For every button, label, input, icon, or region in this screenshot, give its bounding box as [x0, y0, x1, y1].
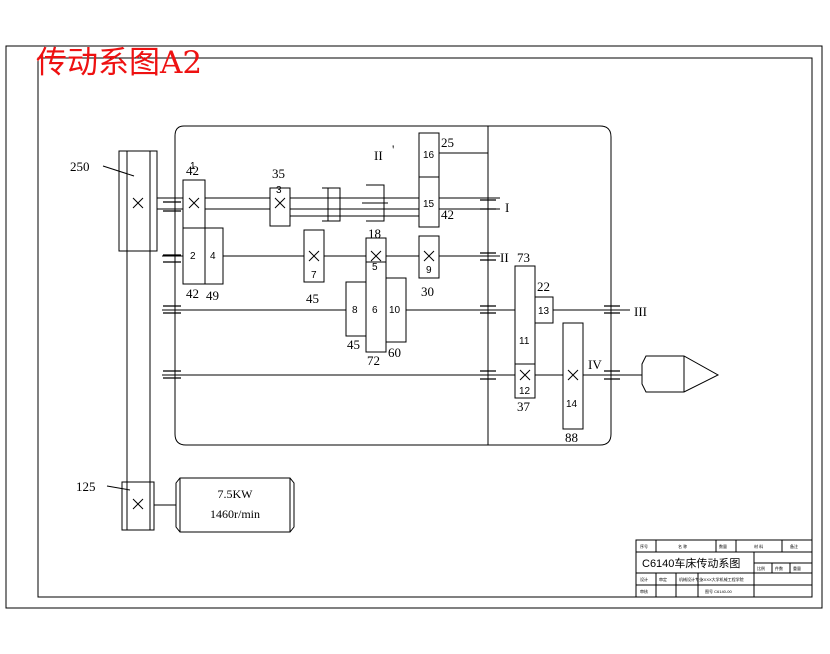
clutch-left: [322, 187, 341, 222]
svg-text:名 称: 名 称: [678, 543, 687, 549]
large-pulley: [118, 150, 158, 252]
svg-text:1: 1: [190, 161, 196, 172]
svg-text:25: 25: [441, 135, 454, 150]
svg-text:5: 5: [372, 262, 378, 273]
svg-text:22: 22: [537, 279, 550, 294]
gear-10: [385, 277, 407, 343]
drawing-title-block-label: C6140车床传动系图: [642, 556, 740, 570]
svg-text:审核: 审核: [640, 588, 648, 594]
svg-text:45: 45: [347, 337, 360, 352]
shaft-1-label: I: [505, 200, 509, 215]
gear-6: [365, 237, 387, 353]
svg-text:42: 42: [441, 207, 454, 222]
svg-text:图号 C6140-00: 图号 C6140-00: [705, 588, 732, 594]
svg-text:3: 3: [276, 185, 282, 196]
gear-15: [418, 176, 440, 228]
gear-3: [269, 187, 291, 227]
bearing-marks: [163, 199, 620, 380]
svg-text:材 料: 材 料: [754, 543, 763, 549]
svg-text:60: 60: [388, 345, 401, 360]
svg-text:XXXX大学机械工程学院: XXXX大学机械工程学院: [701, 576, 744, 582]
pulley-large-leader: [102, 165, 135, 177]
pulley-small-label: 125: [76, 479, 96, 494]
gear-14: [562, 322, 584, 430]
svg-text:35: 35: [272, 166, 285, 181]
gear-11: [514, 265, 536, 365]
inner-frame: [37, 57, 813, 598]
gear-4: [204, 227, 224, 285]
svg-text:14: 14: [566, 399, 578, 410]
gear-13: [534, 296, 554, 324]
svg-text:18: 18: [368, 226, 381, 241]
svg-text:42: 42: [186, 163, 199, 178]
svg-text:15: 15: [423, 199, 435, 210]
svg-text:9: 9: [426, 265, 432, 276]
svg-text:': ': [392, 142, 394, 157]
shaft-4-label: IV: [588, 357, 602, 372]
svg-text:11: 11: [519, 336, 530, 347]
svg-text:49: 49: [206, 288, 219, 303]
svg-text:重量: 重量: [793, 565, 801, 571]
motor-speed: 1460r/min: [210, 507, 260, 521]
svg-text:8: 8: [352, 305, 358, 316]
motor-body: [175, 477, 295, 533]
svg-text:件数: 件数: [775, 565, 783, 571]
pulley-small-leader: [106, 485, 131, 491]
svg-text:72: 72: [367, 353, 380, 368]
svg-text:备注: 备注: [790, 543, 798, 549]
svg-text:13: 13: [538, 306, 550, 317]
svg-text:88: 88: [565, 430, 578, 445]
svg-text:7: 7: [311, 270, 317, 281]
large-pulley-cross-icon: [132, 197, 144, 209]
svg-text:30: 30: [421, 284, 434, 299]
svg-text:机械设计专业: 机械设计专业: [679, 576, 703, 582]
svg-text:序号: 序号: [640, 543, 648, 549]
title-block: 序号 名 称 数量 材 料 备注 C6140车床传动系图 比例 件数 重量 设计…: [635, 539, 813, 598]
clutch-right: [362, 184, 388, 222]
motor-power: 7.5KW: [218, 487, 254, 501]
svg-text:6: 6: [372, 305, 378, 316]
svg-text:37: 37: [517, 399, 531, 414]
shaft-1-prime-label: II: [374, 148, 383, 163]
svg-text:4: 4: [210, 251, 216, 262]
drawing-title-red: 传动系图A2: [36, 45, 202, 81]
svg-text:10: 10: [389, 305, 401, 316]
gear-9: [418, 235, 440, 279]
spindle-chuck: [641, 355, 720, 393]
svg-text:数量: 数量: [719, 543, 727, 549]
gear-12: [514, 363, 536, 399]
shaft-2-label: II: [500, 250, 509, 265]
outer-frame: [5, 45, 823, 609]
svg-text:比例: 比例: [757, 565, 765, 571]
svg-text:42: 42: [186, 286, 199, 301]
pulley-large-label: 250: [70, 159, 90, 174]
svg-text:45: 45: [306, 291, 319, 306]
small-pulley-cross-icon: [132, 498, 144, 510]
svg-text:审定: 审定: [659, 576, 667, 582]
svg-text:16: 16: [423, 150, 435, 161]
gear-1: [182, 179, 206, 229]
svg-text:73: 73: [517, 250, 530, 265]
svg-text:设计: 设计: [640, 576, 648, 582]
svg-text:12: 12: [519, 386, 531, 397]
gearbox-housing: [174, 125, 612, 446]
shaft-3-label: III: [634, 304, 647, 319]
gear-5-cross-icon: [370, 250, 382, 262]
svg-text:2: 2: [190, 251, 196, 262]
